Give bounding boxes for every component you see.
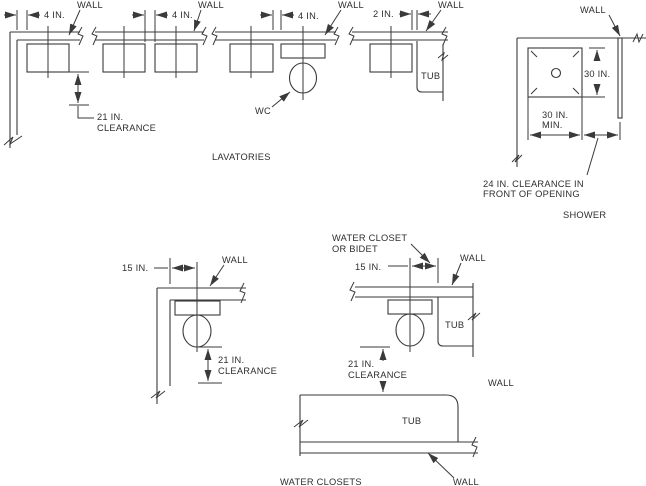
wc-bowl-outline: [395, 313, 425, 347]
fixture-leader-arrow: [410, 243, 431, 264]
wall-leader-arrow: [425, 9, 442, 32]
wall-label-right: WALL: [488, 378, 514, 388]
wall: [355, 286, 473, 298]
width-dim-label-line1: 30 IN.: [542, 110, 568, 120]
wall-break-icon: [3, 26, 84, 146]
lavatories-caption: LAVATORIES: [212, 152, 271, 162]
clearance-label-line2: CLEARANCE: [348, 370, 407, 380]
lavatory-corner-unit: 4 IN. WALL: [3, 0, 103, 148]
lavatory-centerlines: [123, 26, 177, 78]
wall-break-icon: [91, 26, 208, 46]
front-clearance-label-line2: FRONT OF OPENING: [483, 189, 580, 199]
wall-break-icon: [211, 26, 340, 46]
wall-label: WALL: [222, 255, 248, 265]
lavatory-clearance-dimension: 21 IN. CLEARANCE: [69, 71, 156, 133]
bottom-wall: [300, 441, 478, 454]
wall-leader-arrow: [451, 262, 462, 286]
wall-leader-arrow-bottom: [427, 452, 455, 479]
wall-leader-arrow: [68, 9, 81, 36]
corner-wall: [516, 37, 646, 167]
dim-extension-lines: [16, 10, 28, 30]
clearance-label-line1: 21 IN.: [97, 112, 123, 122]
lavatory-pair-unit: 4 IN. WALL: [91, 0, 224, 78]
fixture-label-line2: OR BIDET: [332, 244, 378, 254]
corner-wall: [156, 287, 246, 404]
dim-label-4in: 4 IN.: [172, 10, 193, 20]
wall-leader-arrow: [324, 9, 342, 36]
wall-label: WALL: [580, 5, 606, 15]
water-closets-caption: WATER CLOSETS: [280, 477, 362, 486]
water-closet-side-wall-unit: 15 IN. WALL 21 IN. CLEARANCE: [122, 255, 277, 404]
shower-diagram: WALL 30 IN. 30 IN. MIN. 24 IN. CLEARANCE…: [483, 5, 646, 220]
shower-enclosure-panel: [617, 37, 623, 119]
clearance-label-line2: CLEARANCE: [97, 123, 156, 133]
wall-break-icon: [467, 312, 481, 321]
wall-break-icon: [437, 51, 449, 62]
tub-outline: [416, 41, 443, 93]
dim-extension-lines: [411, 10, 418, 30]
lavatories-diagram: 4 IN. WALL 21 IN. CLEARANCE 4 IN. WALL: [3, 0, 464, 162]
wall: [95, 31, 204, 41]
width-dim-extension-lines: [527, 97, 621, 140]
wall-leader-arrow: [209, 264, 225, 287]
dim-label-4in: 4 IN.: [298, 11, 319, 21]
width-dim-label-line2: MIN.: [542, 120, 563, 130]
wall-leader-arrow: [608, 14, 621, 37]
wall-break-icon: [293, 419, 309, 428]
wall-label: WALL: [77, 0, 103, 10]
lavatory-tub-unit: 2 IN. TUB WALL: [348, 0, 464, 101]
receptor-corner-ticks: [530, 50, 580, 95]
lower-tub-outline: [300, 394, 459, 442]
wall-break-icon: [150, 282, 246, 399]
wall-break-icon: [349, 281, 356, 302]
wall-label: WALL: [438, 0, 464, 10]
wall-label-bottom: WALL: [453, 477, 479, 486]
wc-label: WC: [255, 106, 271, 116]
wall-label: WALL: [460, 253, 486, 263]
wc-leader-arrow: [271, 91, 291, 108]
wall-leader-arrow: [193, 9, 202, 32]
tub-label: TUB: [421, 71, 440, 81]
dim-ticks: [69, 71, 89, 106]
wall-label: WALL: [198, 0, 224, 10]
dim-extension-lines: [272, 10, 282, 30]
wall-break-icon: [348, 26, 448, 46]
wall: [352, 31, 448, 41]
clearance-label-line1: 21 IN.: [218, 355, 244, 365]
front-clearance-label-line1: 24 IN. CLEARANCE IN: [483, 179, 584, 189]
shower-drain-icon: [550, 67, 562, 79]
dim-label-15in: 15 IN.: [355, 262, 381, 272]
wall: [215, 31, 336, 41]
water-closet-tub-unit: WATER CLOSET OR BIDET 15 IN. WALL TUB 21…: [293, 233, 514, 486]
dim-label-4in: 4 IN.: [44, 10, 65, 20]
tub-label: TUB: [445, 320, 464, 330]
dim-leader: [77, 106, 94, 119]
depth-dim-ticks: [582, 47, 605, 98]
tub-label-lower: TUB: [402, 416, 421, 426]
tub-outline: [437, 297, 473, 347]
dim-label-15in: 15 IN.: [122, 263, 148, 273]
wc-bowl-outline: [182, 314, 212, 348]
clearance-dim-ticks: [198, 346, 222, 384]
fixture-label-line1: WATER CLOSET: [332, 233, 407, 243]
lavatory-wc-unit: 4 IN. WC WALL: [211, 0, 364, 116]
depth-dim-label: 30 IN.: [584, 69, 610, 79]
wall-label: WALL: [338, 0, 364, 10]
front-clearance-leader: [586, 137, 599, 176]
dim-extension-lines: [144, 10, 156, 42]
dim-label-2in: 2 IN.: [373, 9, 394, 19]
clearance-label-line2: CLEARANCE: [218, 366, 277, 376]
clearance-label-line1: 21 IN.: [348, 359, 374, 369]
wall-break-icon: [471, 436, 478, 458]
wall-break-icon: [511, 32, 644, 163]
shower-receptor-outline: [527, 47, 583, 98]
shower-caption: SHOWER: [563, 210, 606, 220]
